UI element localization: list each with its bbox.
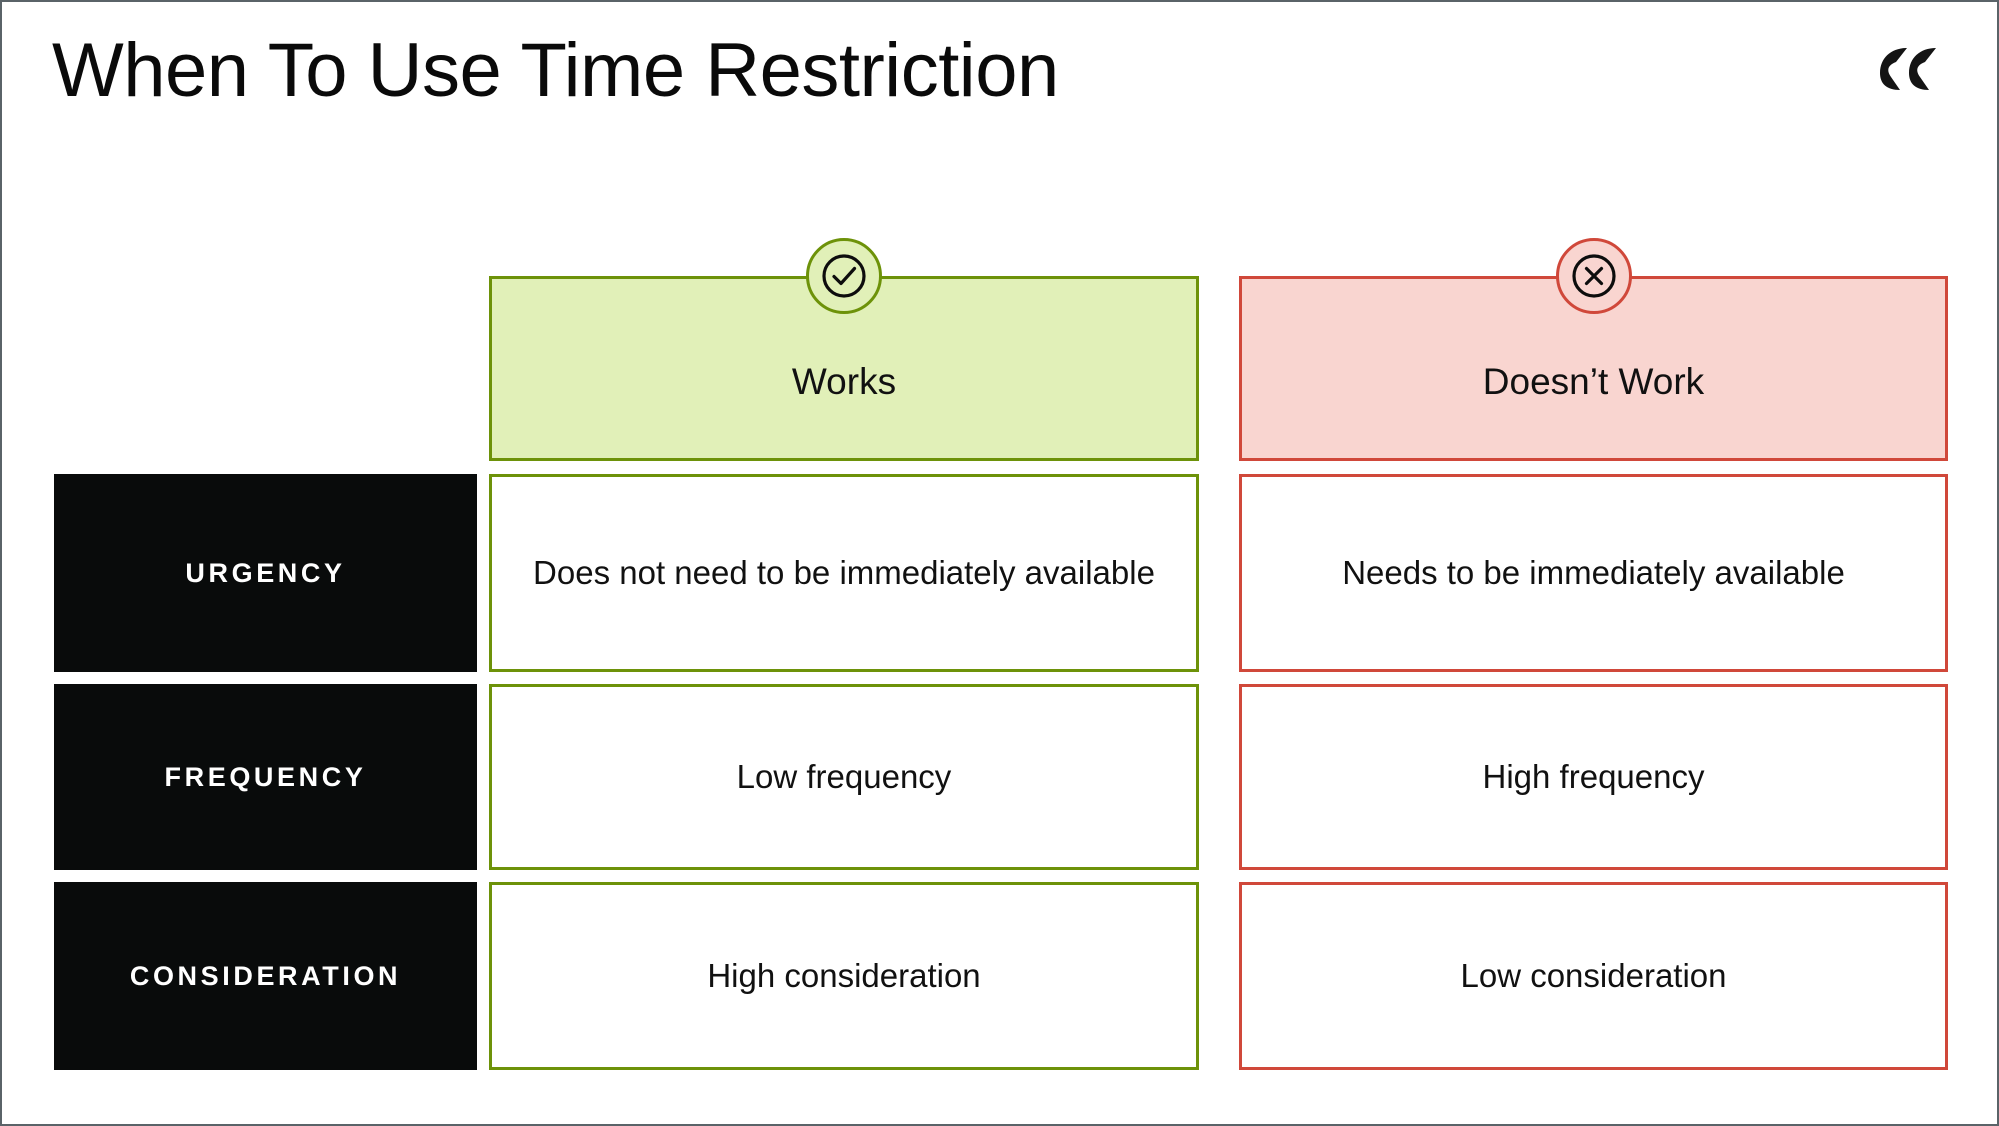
row-label-frequency-text: FREQUENCY (164, 761, 367, 792)
column-header-works-label: Works (791, 360, 897, 402)
cell-frequency-doesnt-work-text: High frequency (1482, 757, 1705, 795)
cell-frequency-works: Low frequency (489, 684, 1199, 870)
row-label-urgency-text: URGENCY (185, 557, 346, 588)
cell-frequency-works-text: Low frequency (736, 757, 952, 795)
cell-consideration-works: High consideration (489, 882, 1199, 1070)
row-label-consideration: CONSIDERATION (54, 882, 477, 1070)
check-circle-icon (806, 238, 882, 314)
rival-double-chevron-logo (1878, 46, 1940, 98)
cell-consideration-doesnt-work: Low consideration (1239, 882, 1948, 1070)
row-label-urgency: URGENCY (54, 474, 477, 672)
cell-consideration-works-text: High consideration (707, 956, 981, 994)
cell-urgency-works: Does not need to be immediately availabl… (489, 474, 1199, 672)
column-header-doesnt-work-label: Doesn’t Work (1482, 360, 1705, 402)
cell-frequency-doesnt-work: High frequency (1239, 684, 1948, 870)
page-title: When To Use Time Restriction (52, 28, 1059, 113)
cell-consideration-doesnt-work-text: Low consideration (1460, 956, 1727, 994)
row-label-frequency: FREQUENCY (54, 684, 477, 870)
x-circle-icon (1556, 238, 1632, 314)
row-label-consideration-text: CONSIDERATION (129, 960, 402, 991)
cell-urgency-works-text: Does not need to be immediately availabl… (533, 553, 1155, 591)
cell-urgency-doesnt-work: Needs to be immediately available (1239, 474, 1948, 672)
cell-urgency-doesnt-work-text: Needs to be immediately available (1342, 553, 1845, 591)
